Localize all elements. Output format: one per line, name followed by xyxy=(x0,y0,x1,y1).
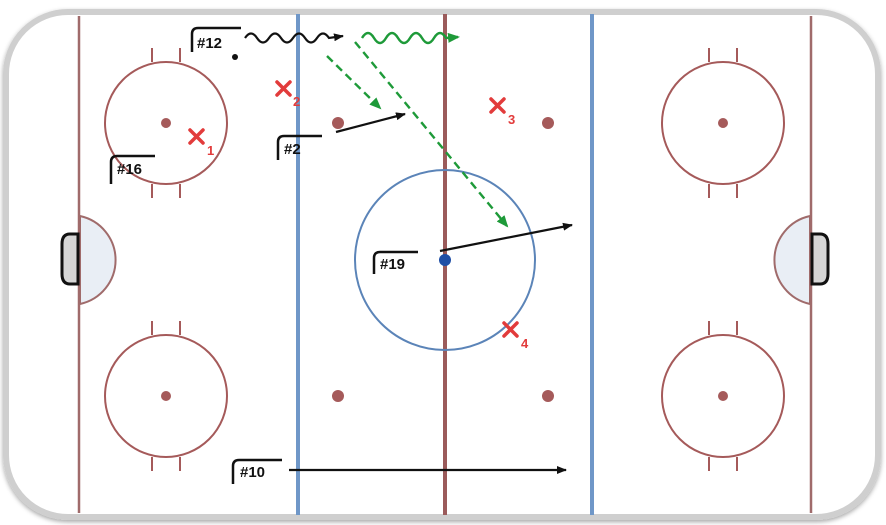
left-goal-crease xyxy=(79,214,117,306)
player-2-label: #2 xyxy=(284,141,301,158)
neutral-dot-bottom-right xyxy=(542,390,554,402)
player-10: #10 xyxy=(231,458,282,484)
left-goal-net xyxy=(60,232,80,286)
center-faceoff-dot xyxy=(439,254,451,266)
right-goal-net xyxy=(810,232,830,286)
faceoff-circle-top-right xyxy=(661,48,785,198)
player-16-label: #16 xyxy=(117,161,142,178)
pass-to-19-dashed-arrow xyxy=(354,41,509,228)
player-19-label: #19 xyxy=(380,256,405,273)
opponent-x3: 3 xyxy=(489,97,515,127)
skate-path-12-wavy-arrow xyxy=(244,32,344,44)
player-19: #19 xyxy=(372,250,418,274)
faceoff-dot-bottom-left xyxy=(161,391,171,401)
player-12: #12 xyxy=(190,26,241,52)
faceoff-circle-top-left xyxy=(104,48,228,198)
neutral-dot-top-left xyxy=(332,117,344,129)
center-circle xyxy=(354,169,536,351)
opponent-x4-number: 4 xyxy=(521,336,529,351)
faceoff-dot-bottom-right xyxy=(718,391,728,401)
right-goal-crease xyxy=(773,214,811,306)
opponent-x1-number: 1 xyxy=(207,143,214,158)
puck xyxy=(232,54,238,60)
opponent-x2-number: 2 xyxy=(293,94,300,109)
opponent-x4: 4 xyxy=(502,321,529,351)
faceoff-circle-bottom-right xyxy=(661,321,785,471)
route-19-arrow xyxy=(439,222,573,253)
player-16: #16 xyxy=(109,154,155,184)
faceoff-dot-top-right xyxy=(718,118,728,128)
route-2-arrow xyxy=(335,112,406,134)
player-12-label: #12 xyxy=(197,35,222,52)
neutral-dot-top-right xyxy=(542,117,554,129)
opponent-x1: 1 xyxy=(188,128,214,158)
neutral-dot-bottom-left xyxy=(332,390,344,402)
player-2: #2 xyxy=(276,134,322,160)
opponent-x3-number: 3 xyxy=(508,112,515,127)
faceoff-dot-top-left xyxy=(161,118,171,128)
faceoff-circle-bottom-left xyxy=(104,321,228,471)
puck-carry-green-wavy-arrow xyxy=(360,31,460,45)
player-10-label: #10 xyxy=(240,464,265,481)
opponent-x2: 2 xyxy=(275,80,300,109)
